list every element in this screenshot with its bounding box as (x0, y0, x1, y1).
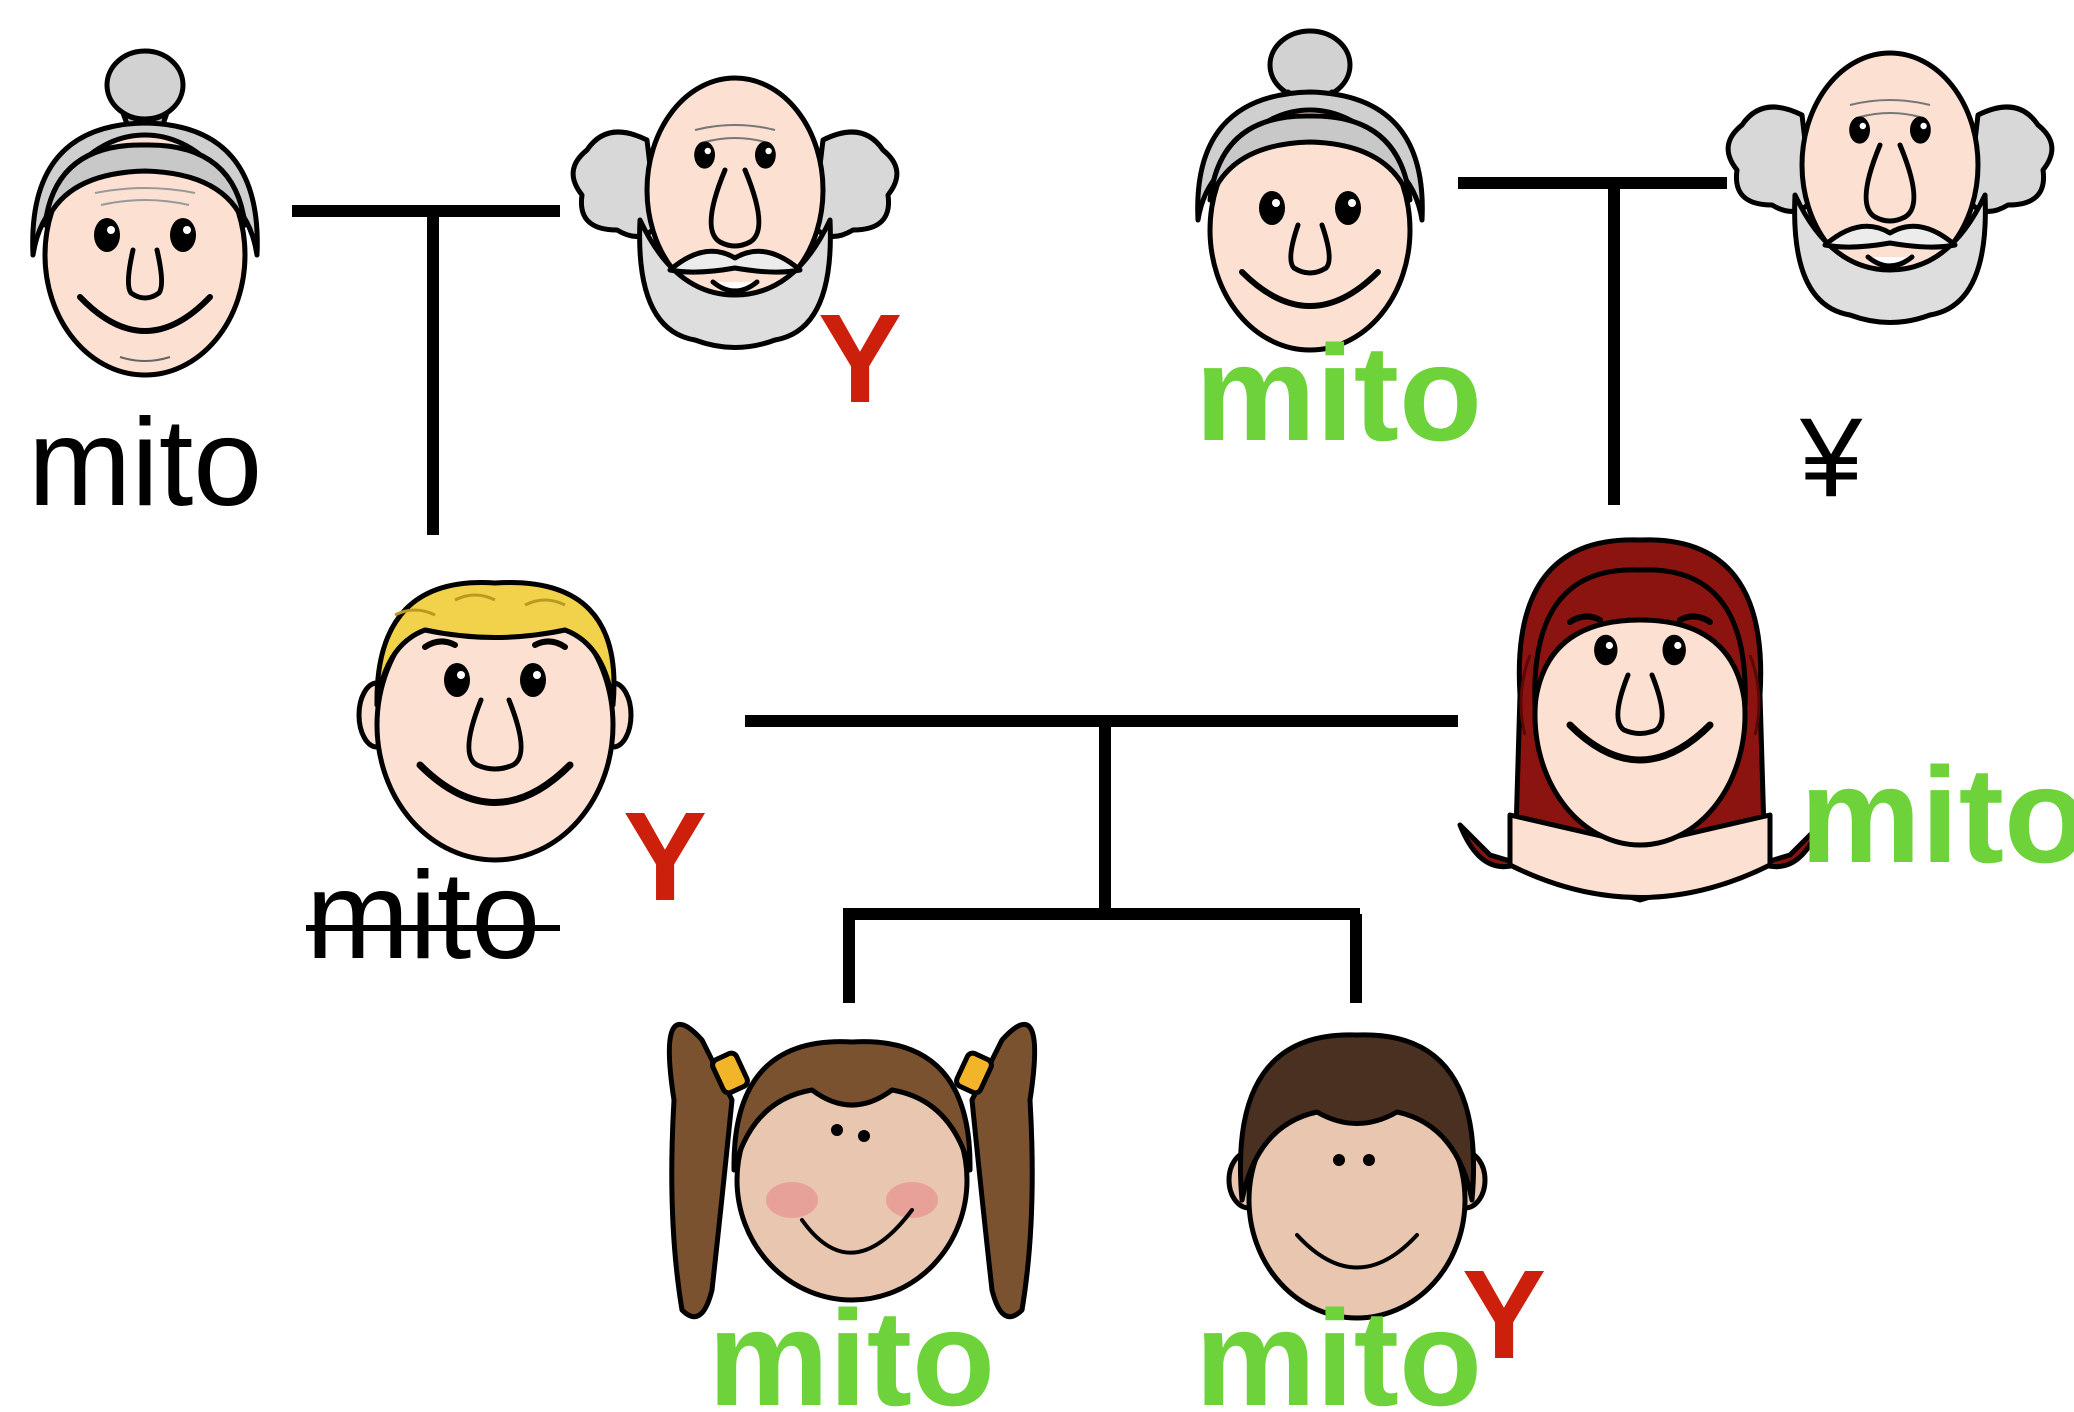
daughter-mito-label: mito (708, 1282, 995, 1412)
father-mito-label: mito (306, 847, 540, 985)
grandfather-face-icon (1725, 50, 2055, 325)
father-y-label: Y (623, 786, 707, 927)
gm-paternal-mito-label: mito (28, 394, 262, 532)
pigtail-girl-face-icon (666, 1021, 1038, 1320)
son-mito-label: mito (1195, 1282, 1482, 1412)
blond-man-face-icon (356, 580, 634, 863)
red-haired-woman-face-icon (1457, 537, 1823, 903)
pedigree-lines (292, 177, 1727, 1003)
mother-mito-label: mito (1800, 739, 2074, 891)
gf-paternal-y-label: Y (818, 288, 902, 429)
father-mito-label-struck: mito (306, 847, 560, 985)
son-y-label: Y (1462, 1244, 1546, 1385)
boy-face-icon (1226, 1032, 1488, 1321)
grandmother-face-icon (1195, 28, 1425, 353)
grandfather-face-icon (570, 75, 900, 350)
gm-maternal-mito-label: mito (1195, 317, 1482, 469)
grandmother-face-icon (30, 48, 260, 378)
gf-maternal-yen-label: ¥ (1799, 395, 1863, 520)
